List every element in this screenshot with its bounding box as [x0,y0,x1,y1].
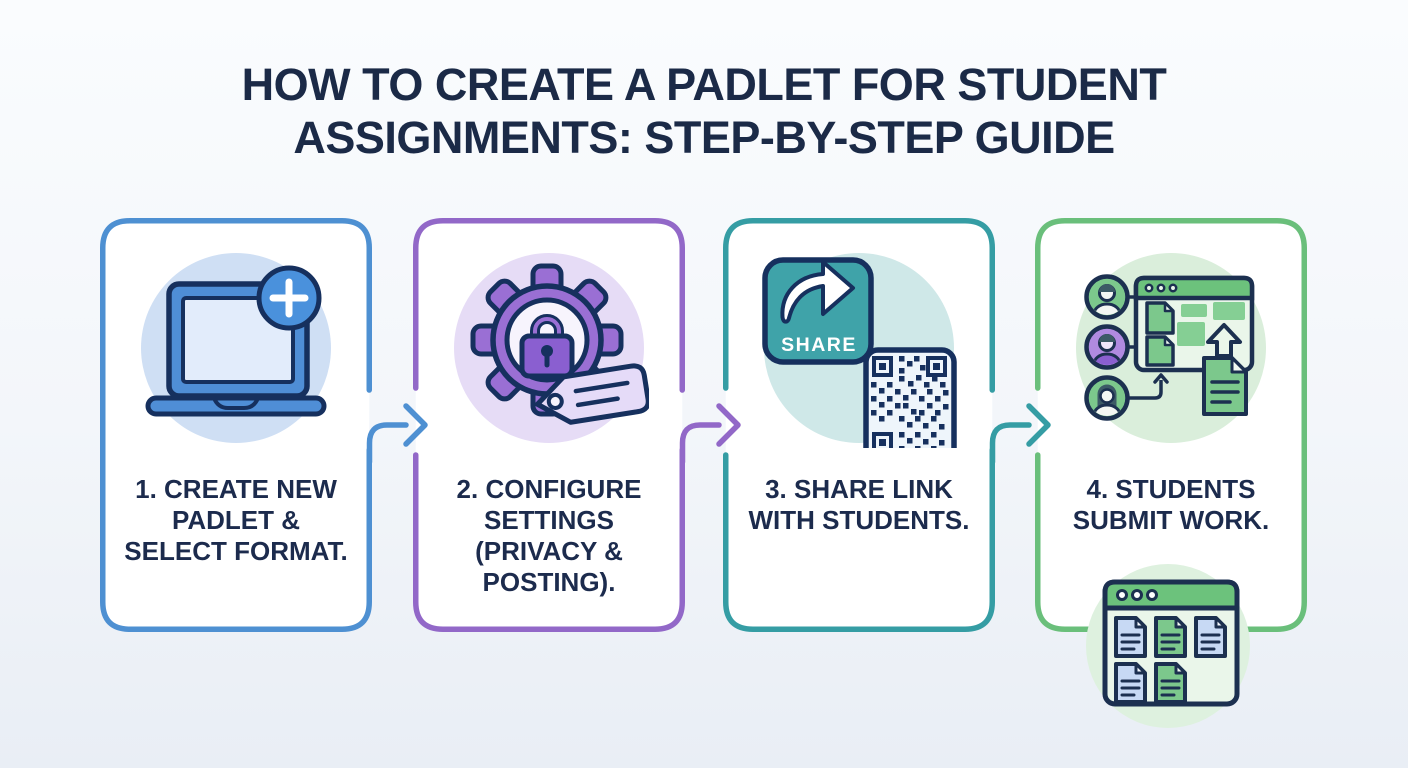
step-2-label: 2. CONFIGURE SETTINGS (PRIVACY & POSTING… [413,474,685,598]
title-line-1: HOW TO CREATE A PADLET FOR STUDENT [241,59,1167,110]
step-card-2: 2. CONFIGURE SETTINGS (PRIVACY & POSTING… [413,218,685,632]
step-label-line: (PRIVACY & [475,536,623,566]
flow-arrow-1 [366,403,428,465]
share-button-label: SHARE [781,334,857,356]
student-avatar-2 [1084,324,1130,370]
step-4-label: 4. STUDENTS SUBMIT WORK. [1035,474,1307,536]
step-label-line: 3. SHARE LINK [765,474,953,504]
step-label-line: 1. CREATE NEW [135,474,337,504]
page-title: HOW TO CREATE A PADLET FOR STUDENT ASSIG… [0,58,1408,164]
step-card-1: 1. CREATE NEW PADLET & SELECT FORMAT. [100,218,372,632]
step-1-label: 1. CREATE NEW PADLET & SELECT FORMAT. [100,474,372,567]
step-label-line: SETTINGS [483,505,614,535]
step-card-4: 4. STUDENTS SUBMIT WORK. [1035,218,1307,632]
lock-icon [519,314,575,379]
student-avatar-3 [1084,375,1130,421]
step-label-line: WITH STUDENTS. [748,505,970,535]
share-arrow-icon [780,260,855,324]
submissions-grid-icon [1086,564,1250,728]
step-label-line: SUBMIT WORK. [1072,505,1270,535]
title-line-2: ASSIGNMENTS: STEP-BY-STEP GUIDE [293,112,1115,163]
step-card-3: SHARE [723,218,995,632]
browser-window [1133,275,1255,373]
flow-arrow-2 [679,403,741,465]
students-submit-board-icon [1076,253,1266,443]
share-qr-icon: SHARE [762,253,957,448]
upload-arrow-icon [1206,323,1242,358]
flow-arrow-3 [989,403,1051,465]
tag-icon [534,363,649,425]
share-button: SHARE [762,257,874,365]
gear-lock-tag-icon [454,253,649,443]
step-label-line: 4. STUDENTS [1086,474,1256,504]
step-label-line: SELECT FORMAT. [124,536,348,566]
qr-code-icon [863,347,957,448]
step-label-line: 2. CONFIGURE [456,474,642,504]
step-3-label: 3. SHARE LINK WITH STUDENTS. [723,474,995,536]
step-label-line: POSTING). [482,567,616,597]
laptop-new-padlet-icon [141,253,331,443]
submitted-document-icon [1202,356,1248,416]
student-avatar-1 [1084,274,1130,320]
step-label-line: PADLET & [171,505,301,535]
